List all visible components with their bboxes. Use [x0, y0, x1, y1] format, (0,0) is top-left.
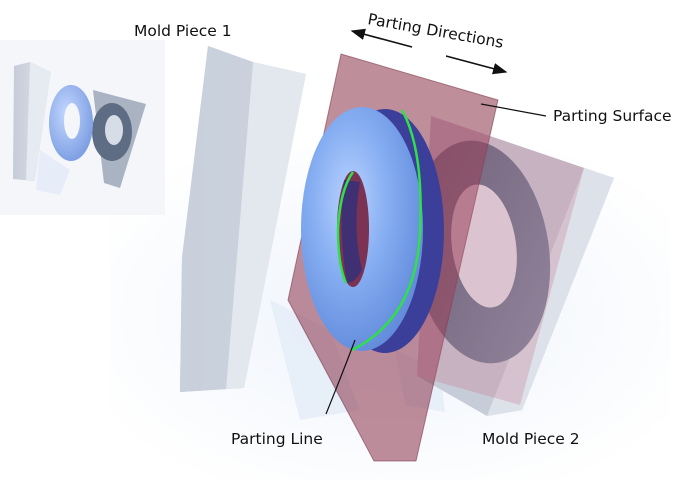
mold-piece-2-side [487, 168, 614, 416]
parting-line-inner [336, 171, 355, 284]
inset-thumbnail [0, 40, 165, 215]
inset-mold-cavity-hole [105, 115, 123, 145]
label-mold-piece-2: Mold Piece 2 [482, 430, 580, 448]
inset-reflection [36, 150, 70, 195]
label-parting-line: Parting Line [231, 430, 323, 448]
mold-piece-1-front [180, 46, 253, 392]
inset-mold-piece-1-face [26, 62, 51, 181]
label-parting-directions: Parting Directions [366, 10, 505, 52]
mold-piece-1-side [226, 62, 306, 389]
torus-hole-shadow [341, 180, 362, 283]
label-mold-piece-1: Mold Piece 1 [134, 22, 232, 40]
parting-line-outer [351, 109, 422, 352]
parting-surface-leader [480, 103, 547, 117]
label-parting-surface: Parting Surface [553, 107, 672, 125]
parting-surface-overlap [417, 116, 584, 405]
parting-line-leader [325, 339, 356, 415]
parting-direction-arrow-right [445, 55, 508, 75]
mold-piece-1 [180, 46, 306, 392]
inset-torus-hole [64, 103, 80, 139]
torus-part [301, 107, 444, 353]
parting-direction-arrow-left [350, 28, 413, 48]
